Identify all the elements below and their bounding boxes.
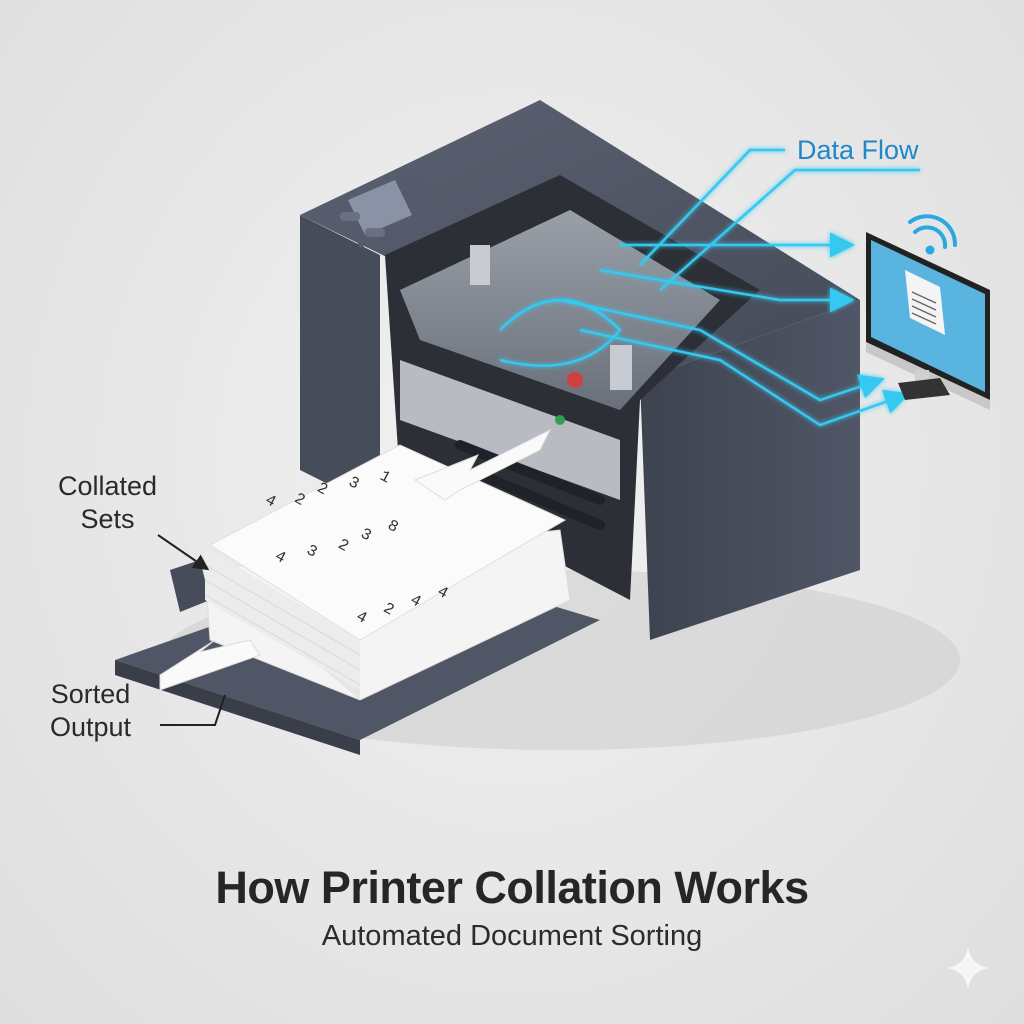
sorted-output-label: Sorted Output — [50, 678, 131, 744]
computer-monitor-icon — [866, 232, 990, 410]
data-flow-label: Data Flow — [797, 135, 919, 165]
panel-button-right — [365, 228, 385, 237]
collated-sets-line2: Sets — [80, 504, 135, 534]
sorted-output-line1: Sorted — [50, 679, 131, 709]
sorted-output-line2: Output — [50, 712, 132, 742]
page-title: How Printer Collation Works — [215, 862, 809, 913]
page-number: 4 — [262, 491, 279, 511]
wifi-icon — [908, 214, 958, 255]
collated-sets-label: Collated Sets — [58, 470, 157, 536]
sparkle-icon — [947, 947, 989, 989]
page-subtitle: Automated Document Sorting — [321, 920, 703, 952]
collated-sets-line1: Collated — [58, 471, 158, 501]
document-icon — [905, 270, 945, 335]
panel-button-left — [340, 212, 360, 221]
